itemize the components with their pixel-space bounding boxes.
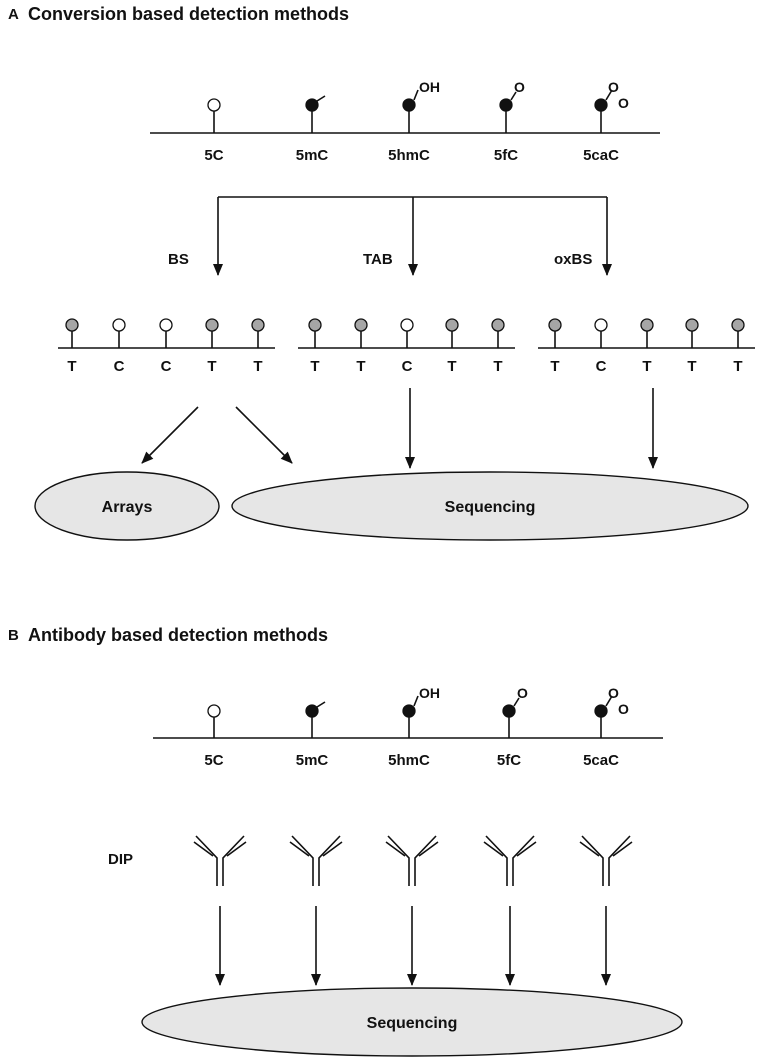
base-5cac-marker bbox=[594, 704, 608, 718]
readout-letter: T bbox=[207, 358, 216, 375]
oxbs-readout-strand: T C T T T bbox=[538, 318, 755, 375]
base-5cac-marker bbox=[594, 98, 608, 112]
readout-letter: T bbox=[356, 358, 365, 375]
base-label-5hmc: 5hmC bbox=[388, 147, 430, 164]
antibody-arrows bbox=[215, 906, 611, 986]
converted-base-marker bbox=[308, 318, 322, 332]
protected-base-marker bbox=[159, 318, 173, 332]
panel-b-title: Antibody based detection methods bbox=[28, 625, 328, 645]
protected-base-marker bbox=[400, 318, 414, 332]
base-5fc-marker bbox=[499, 98, 513, 112]
method-label-dip: DIP bbox=[108, 851, 133, 868]
readout-letter: C bbox=[161, 358, 172, 375]
converted-base-marker bbox=[491, 318, 505, 332]
converted-base-marker bbox=[65, 318, 79, 332]
converted-base-marker bbox=[445, 318, 459, 332]
base-5fc-marker bbox=[502, 704, 516, 718]
arrays-ellipse bbox=[34, 471, 220, 541]
carboxyl-bond bbox=[605, 695, 613, 707]
antibody-icon bbox=[579, 835, 633, 886]
panel-a-strand: OH O O O 5C 5mC 5hmC 5fC 5caC bbox=[150, 79, 660, 164]
base-label-5cac: 5caC bbox=[583, 752, 619, 769]
antibody-icon bbox=[483, 835, 537, 886]
formyl-oxygen-label: O bbox=[514, 79, 525, 95]
output-arrows bbox=[141, 388, 658, 469]
protected-base-marker bbox=[594, 318, 608, 332]
readout-letter: C bbox=[402, 358, 413, 375]
converted-base-marker bbox=[731, 318, 745, 332]
antibody-icon bbox=[385, 835, 439, 886]
arrow-bs-to-arrays bbox=[141, 406, 199, 464]
antibody-icon bbox=[193, 835, 247, 886]
carboxyl-oxygen-bottom-label: O bbox=[618, 701, 629, 717]
arrays-label: Arrays bbox=[102, 499, 153, 516]
base-5mc-marker bbox=[305, 98, 319, 112]
readout-letter: C bbox=[114, 358, 125, 375]
methyl-group bbox=[316, 95, 326, 102]
panel-b-letter: B bbox=[8, 627, 19, 644]
protected-base-marker bbox=[112, 318, 126, 332]
carboxyl-oxygen-bottom-label: O bbox=[618, 95, 629, 111]
sequencing-ellipse-a bbox=[231, 471, 749, 541]
carboxyl-oxygen-top-label: O bbox=[608, 685, 619, 701]
formyl-bond bbox=[510, 91, 517, 101]
method-label-oxbs: oxBS bbox=[554, 251, 592, 268]
base-5mc-marker bbox=[305, 704, 319, 718]
hydroxyl-label: OH bbox=[419, 685, 440, 701]
panel-a-letter: A bbox=[8, 6, 19, 23]
converted-base-marker bbox=[354, 318, 368, 332]
base-5hmc-marker bbox=[402, 98, 416, 112]
sequencing-label-a: Sequencing bbox=[445, 499, 536, 516]
readout-letter: T bbox=[642, 358, 651, 375]
converted-base-marker bbox=[251, 318, 265, 332]
base-label-5mc: 5mC bbox=[296, 752, 329, 769]
converted-base-marker bbox=[685, 318, 699, 332]
methyl-group bbox=[316, 701, 326, 708]
readout-letter: T bbox=[493, 358, 502, 375]
formyl-bond bbox=[513, 697, 520, 707]
hydroxymethyl-bond bbox=[413, 89, 419, 101]
converted-base-marker bbox=[640, 318, 654, 332]
converted-base-marker bbox=[205, 318, 219, 332]
base-label-5fc: 5fC bbox=[494, 147, 518, 164]
panel-b-strand: OH O O O 5C 5mC 5hmC 5fC 5caC bbox=[153, 685, 663, 769]
hydroxymethyl-bond bbox=[413, 695, 419, 707]
readout-letter: T bbox=[67, 358, 76, 375]
base-label-5fc: 5fC bbox=[497, 752, 521, 769]
method-label-tab: TAB bbox=[363, 251, 393, 268]
arrow-bs-to-sequencing bbox=[235, 406, 293, 464]
sequencing-ellipse-b bbox=[141, 987, 683, 1057]
base-label-5mc: 5mC bbox=[296, 147, 329, 164]
base-label-5c: 5C bbox=[204, 147, 223, 164]
base-label-5hmc: 5hmC bbox=[388, 752, 430, 769]
carboxyl-bond bbox=[605, 89, 613, 101]
base-5c-marker bbox=[207, 704, 221, 718]
base-label-5c: 5C bbox=[204, 752, 223, 769]
tab-readout-strand: T T C T T bbox=[298, 318, 515, 375]
hydroxyl-label: OH bbox=[419, 79, 440, 95]
bs-readout-strand: T C C T T bbox=[58, 318, 275, 375]
readout-letter: T bbox=[687, 358, 696, 375]
readout-letter: T bbox=[253, 358, 262, 375]
panel-a-title: Conversion based detection methods bbox=[28, 4, 349, 24]
readout-letter: T bbox=[447, 358, 456, 375]
base-label-5cac: 5caC bbox=[583, 147, 619, 164]
readout-letter: T bbox=[310, 358, 319, 375]
readout-letter: T bbox=[733, 358, 742, 375]
base-5c-marker bbox=[207, 98, 221, 112]
converted-base-marker bbox=[548, 318, 562, 332]
antibody-row bbox=[193, 835, 633, 886]
method-branch: BS TAB oxBS bbox=[168, 196, 612, 276]
base-5hmc-marker bbox=[402, 704, 416, 718]
method-label-bs: BS bbox=[168, 251, 189, 268]
formyl-oxygen-label: O bbox=[517, 685, 528, 701]
carboxyl-oxygen-top-label: O bbox=[608, 79, 619, 95]
readout-letter: T bbox=[550, 358, 559, 375]
sequencing-label-b: Sequencing bbox=[367, 1015, 458, 1032]
readout-letter: C bbox=[596, 358, 607, 375]
antibody-icon bbox=[289, 835, 343, 886]
